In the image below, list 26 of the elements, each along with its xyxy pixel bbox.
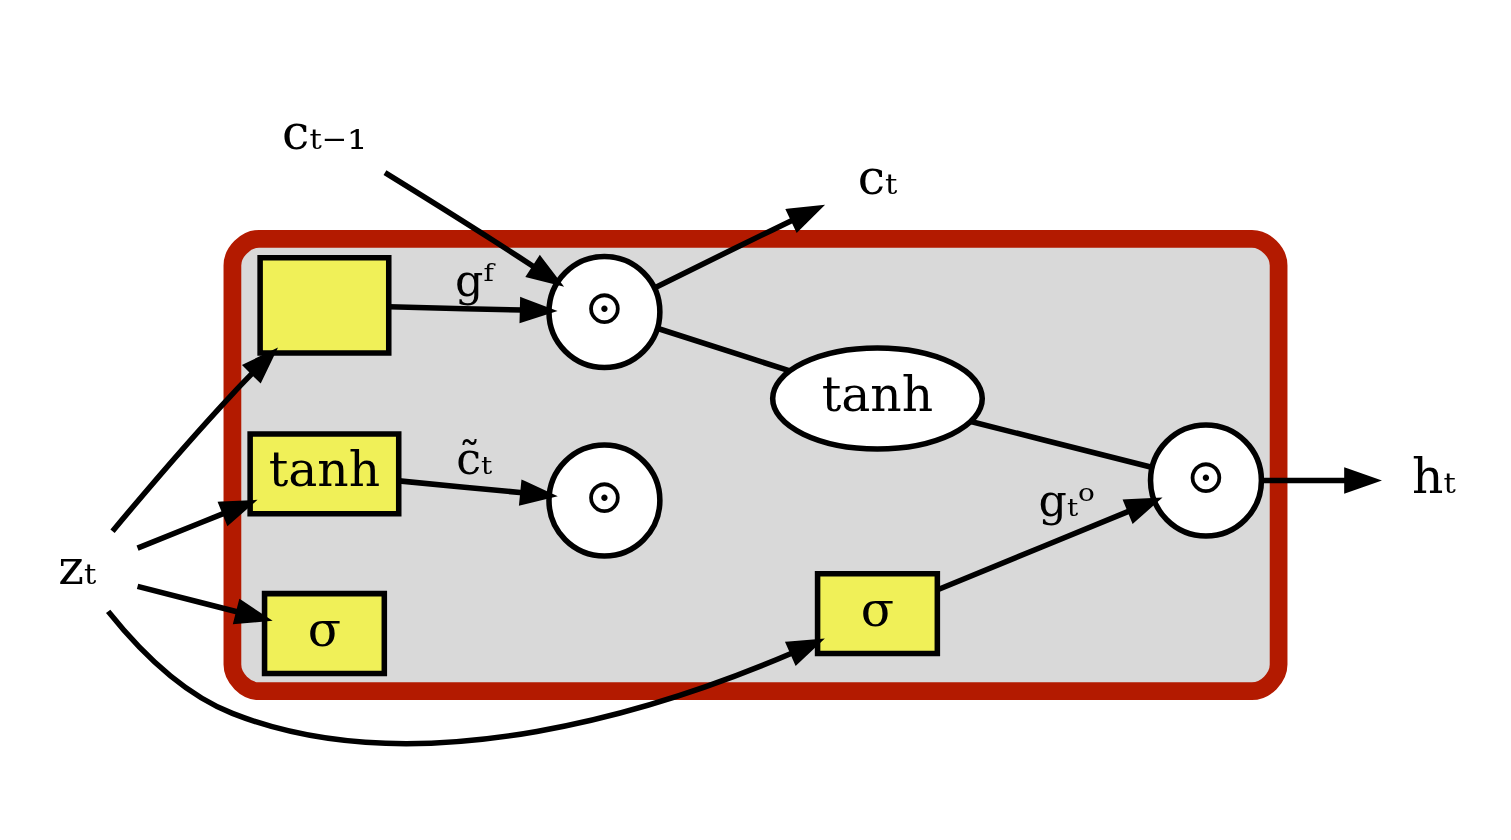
edge-label: c̃ₜ [456,432,493,484]
node-circle: ⊙ [1147,421,1265,539]
node-box: σ [261,590,388,676]
node-box: tanh [247,430,402,517]
edge-label: gₜᵒ [1038,474,1096,526]
arrow [389,296,558,323]
arrow [136,499,258,551]
edge-label: gᶠ [455,254,494,306]
connector [656,325,790,373]
arrow [1261,466,1382,494]
arrow [653,204,826,291]
node-text: hₜ [1412,447,1456,505]
node-text: cₜ₋₁ [282,103,367,161]
arrow [383,169,565,287]
arrow [106,609,825,746]
arrow [110,347,279,533]
node-circle: ⊙ [546,441,663,559]
node-box: σ [814,570,941,656]
node-ellipse: tanh [769,344,985,452]
arrow [136,583,273,624]
cluster [223,229,1288,700]
node-box [257,254,392,356]
node-circle: ⊙ [546,253,663,370]
arrow [398,477,558,506]
node-text: zₜ [58,538,97,596]
node-text: cₜ [857,148,898,206]
